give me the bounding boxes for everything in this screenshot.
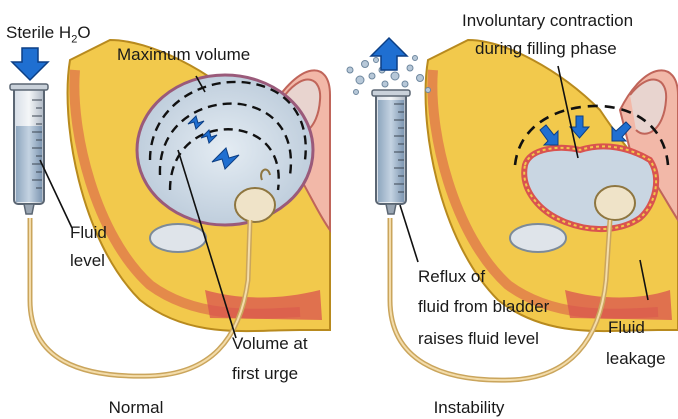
- syringe-instability: [372, 90, 410, 214]
- caption-normal: Normal: [96, 397, 176, 419]
- label-reflux-line2: fluid from bladder: [418, 296, 549, 318]
- label-reflux-line1: Reflux of: [418, 266, 485, 288]
- syringe-normal: [10, 84, 48, 214]
- label-fluid-level-line1: Fluid: [70, 222, 107, 244]
- label-fluid-level-line2: level: [70, 250, 105, 272]
- pubic-bone: [150, 224, 206, 252]
- label-first-urge-line1: Volume at: [232, 333, 308, 355]
- label-maximum-volume: Maximum volume: [117, 44, 250, 66]
- up-arrow-icon: [371, 38, 407, 70]
- label-sterile-water: Sterile H2O: [6, 22, 91, 44]
- down-arrow-icon: [12, 48, 48, 80]
- normal-panel-art: [10, 40, 330, 376]
- label-first-urge-line2: first urge: [232, 363, 298, 385]
- label-leakage-line1: Fluid: [608, 317, 645, 339]
- label-leakage-line2: leakage: [606, 348, 666, 370]
- caption-instability: Instability: [424, 397, 514, 419]
- label-contraction-line1: Involuntary contraction: [462, 10, 633, 32]
- label-contraction-line2: during filling phase: [475, 38, 617, 60]
- label-reflux-line3: raises fluid level: [418, 328, 539, 350]
